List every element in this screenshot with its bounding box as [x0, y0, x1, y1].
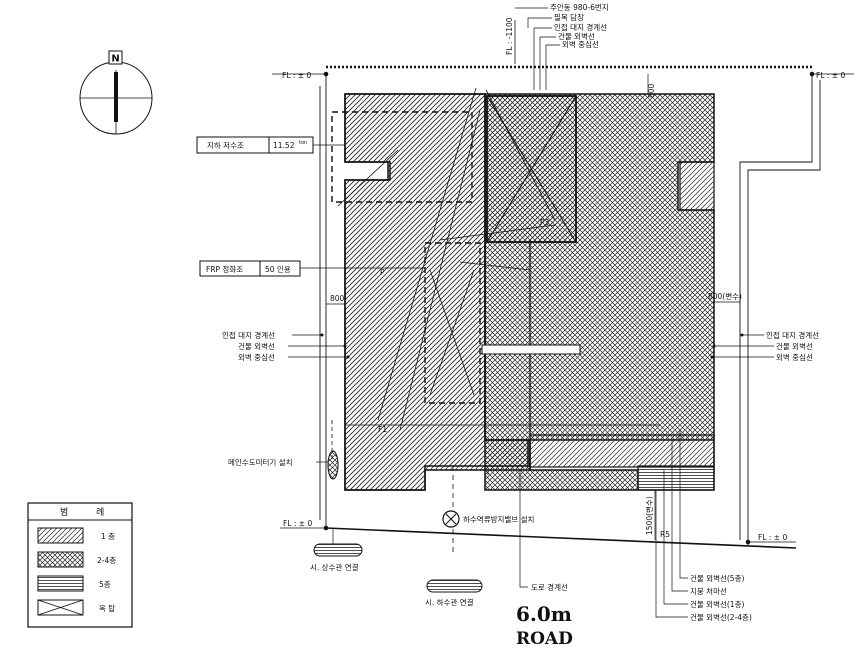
- legend-label-3: 옥 탑: [99, 604, 115, 613]
- bottom-right-leaders: [655, 430, 688, 618]
- legend-label-1: 2-4층: [97, 556, 116, 565]
- building-footprint: [344, 93, 715, 491]
- water-tank-value: 11.52: [273, 141, 295, 150]
- fl-top-left: FL : ± 0: [282, 71, 311, 80]
- north-arrow-icon: N: [79, 50, 153, 135]
- right-adjacent: 인접 대지 경계선: [766, 330, 819, 340]
- legend-label-0: 1 층: [101, 532, 115, 541]
- meter-label: 메인수도미터기 설치: [228, 457, 292, 467]
- water-tank-label: 지하 저수조: [207, 140, 244, 150]
- road-width: 6.0m: [516, 602, 572, 626]
- top-labels: 주안동 980-6번지 필복 담장 인접 대지 경계선 건물 외벽선 외벽 중심…: [515, 2, 609, 90]
- label-wall-center: 외벽 중심선: [562, 39, 599, 49]
- left-outer: 건물 외벽선: [238, 341, 275, 351]
- dim-f1: F1: [378, 425, 387, 434]
- dim-pt: P: [380, 268, 385, 277]
- fl-left-bottom: FL : ± 0: [283, 519, 312, 528]
- catch-basin-label: 하수역류방지밸브 설치: [463, 514, 534, 524]
- water-tank-box: 지하 저수조 11.52 ton: [196, 136, 345, 154]
- left-side-labels: 인접 대지 경계선 건물 외벽선 외벽 중심선: [222, 330, 350, 362]
- br-label-2: 건물 외벽선(1층): [690, 599, 744, 609]
- bottom-road-line: [280, 525, 797, 549]
- fl-vertical: FL : -1100: [505, 17, 514, 55]
- dim-r5: R5: [660, 530, 670, 539]
- sewer-pipe-label: 시. 하수관 연결: [425, 597, 474, 607]
- left-adjacent: 인접 대지 경계선: [222, 330, 275, 340]
- dim-p3: P3: [540, 218, 550, 227]
- sewer-pipe-icon: [426, 579, 483, 593]
- left-center: 외벽 중심선: [238, 352, 275, 362]
- right-outer: 건물 외벽선: [776, 341, 813, 351]
- catch-basin-icon: [442, 510, 460, 528]
- legend: 범 례 1 층 2-4층 5층 옥 탑: [27, 502, 133, 628]
- fl-right-bottom: FL : ± 0: [758, 533, 787, 542]
- water-meter-icon: [316, 450, 339, 480]
- road-name: ROAD: [516, 629, 573, 648]
- frp-box: FRP 정화조 50 인용: [199, 260, 425, 277]
- br-label-0: 건물 외벽선(5층): [690, 573, 744, 583]
- label-building-outer: 건물 외벽선: [558, 31, 595, 41]
- frp-value: 50 인용: [265, 264, 291, 274]
- legend-swatch-5f: [37, 575, 84, 592]
- br-label-1: 지붕 처마선: [690, 587, 727, 596]
- road-boundary-label: 도로 경계선: [531, 582, 568, 592]
- drainage-lines: [331, 87, 660, 555]
- water-pipe-icon: [313, 528, 363, 557]
- dim-bottom: 1500(변수): [645, 496, 654, 535]
- legend-title-0: 범: [60, 507, 68, 518]
- right-center: 외벽 중심선: [776, 352, 813, 362]
- underground-dashed: [331, 111, 481, 404]
- dim-left: 800: [330, 294, 345, 303]
- north-letter: N: [111, 54, 119, 65]
- dim-right: 800(변수): [708, 292, 742, 301]
- legend-label-2: 5층: [99, 580, 111, 589]
- dim-top: 800: [647, 83, 656, 98]
- site-boundary: [319, 74, 821, 545]
- label-lot: 주안동 980-6번지: [550, 2, 609, 12]
- legend-title-1: 례: [96, 507, 104, 518]
- legend-swatch-2-4f: [37, 551, 84, 568]
- water-pipe-label: 시. 상수관 연결: [310, 562, 359, 572]
- br-label-3: 건물 외벽선(2-4층): [690, 612, 752, 622]
- right-side-labels: 인접 대지 경계선 건물 외벽선 외벽 중심선: [710, 330, 819, 362]
- legend-swatch-1f: [37, 527, 84, 544]
- frp-label: FRP 정화조: [206, 264, 243, 274]
- water-tank-unit: ton: [299, 140, 307, 146]
- label-owner: 필복 담장: [554, 12, 584, 22]
- fl-top-right: FL : ± 0: [816, 71, 845, 80]
- label-adjacent-boundary: 인접 대지 경계선: [554, 22, 607, 32]
